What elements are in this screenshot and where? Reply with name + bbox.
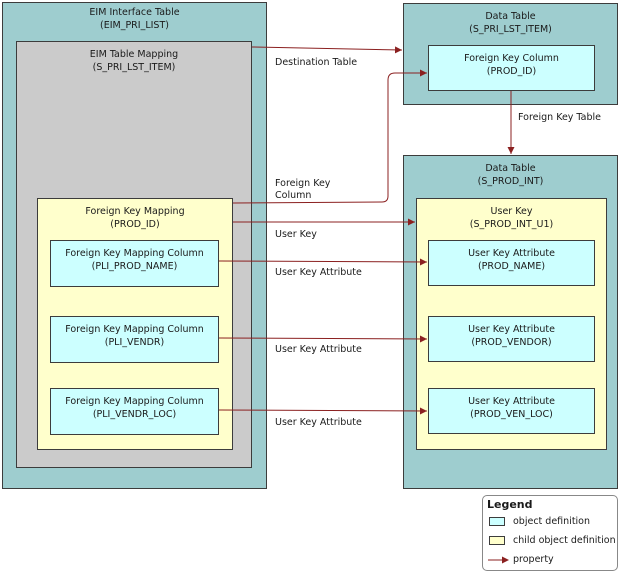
foreign-key-column-label-line2: Column: [275, 190, 312, 201]
data-table-name: (S_PRI_LST_ITEM): [469, 24, 552, 35]
user-key-attribute-arrow-1: [218, 258, 428, 266]
user-key-name: (S_PROD_INT_U1): [469, 219, 554, 230]
foreign-key-column-name: (PROD_ID): [486, 66, 537, 77]
user-key-attribute-prod-name: User Key Attribute (PROD_NAME): [428, 240, 595, 286]
eim-interface-table-name: (EIM_PRI_LIST): [100, 20, 169, 31]
eim-interface-table-title: EIM Interface Table: [89, 7, 180, 18]
foreign-key-column: Foreign Key Column (PROD_ID): [428, 45, 595, 91]
legend-child-swatch: [489, 536, 505, 545]
fk-mapping-column-title: Foreign Key Mapping Column: [65, 396, 204, 407]
foreign-key-table-label: Foreign Key Table: [518, 112, 601, 123]
foreign-key-column-title: Foreign Key Column: [464, 53, 559, 64]
foreign-key-mapping-name: (PROD_ID): [110, 219, 160, 230]
eim-table-mapping-name: (S_PRI_LST_ITEM): [92, 62, 176, 73]
fk-mapping-column-name: (PLI_VENDR_LOC): [92, 409, 177, 420]
user-key-attribute-name: (PROD_VEN_LOC): [470, 409, 553, 420]
legend-property-label: property: [513, 554, 554, 565]
fk-mapping-column-name: (PLI_VENDR): [104, 337, 165, 348]
foreign-key-column-label-line1: Foreign Key: [275, 178, 331, 189]
legend-property-arrow-icon: [488, 556, 509, 564]
user-key-attribute-name: (PROD_NAME): [477, 261, 546, 272]
fk-mapping-column-title: Foreign Key Mapping Column: [65, 248, 204, 259]
legend: Legend object definition child object de…: [482, 495, 618, 571]
destination-table-label: Destination Table: [275, 57, 358, 68]
legend-object-label: object definition: [513, 516, 591, 527]
user-key-attribute-label: User Key Attribute: [275, 267, 362, 278]
data-table-title: Data Table: [485, 163, 536, 174]
fk-mapping-column-vendr: Foreign Key Mapping Column (PLI_VENDR): [50, 316, 219, 363]
user-key-attribute-title: User Key Attribute: [468, 248, 555, 259]
fk-mapping-column-prod-name: Foreign Key Mapping Column (PLI_PROD_NAM…: [50, 240, 219, 287]
legend-object-swatch: [489, 517, 505, 526]
fk-mapping-column-vendr-loc: Foreign Key Mapping Column (PLI_VENDR_LO…: [50, 388, 219, 435]
user-key-attribute-prod-ven-loc: User Key Attribute (PROD_VEN_LOC): [428, 388, 595, 434]
destination-table-arrow: [251, 46, 403, 54]
user-key-attribute-label: User Key Attribute: [275, 344, 362, 355]
eim-table-mapping-title: EIM Table Mapping: [89, 49, 179, 60]
legend-title: Legend: [487, 498, 533, 511]
data-table-title: Data Table: [485, 11, 536, 22]
user-key-attribute-arrow-2: [218, 335, 428, 343]
user-key-attribute-title: User Key Attribute: [468, 396, 555, 407]
user-key-attribute-prod-vendor: User Key Attribute (PROD_VENDOR): [428, 316, 595, 362]
foreign-key-mapping-title: Foreign Key Mapping: [85, 206, 185, 217]
user-key-attribute-label: User Key Attribute: [275, 417, 362, 428]
user-key-title: User Key: [490, 206, 533, 217]
user-key-attribute-name: (PROD_VENDOR): [471, 337, 552, 348]
user-key-label: User Key: [275, 229, 317, 240]
fk-mapping-column-name: (PLI_PROD_NAME): [91, 261, 178, 272]
foreign-key-column-arrow: [232, 69, 427, 204]
legend-child-label: child object definition: [513, 535, 616, 546]
data-table-name: (S_PROD_INT): [477, 176, 544, 187]
fk-mapping-column-title: Foreign Key Mapping Column: [65, 324, 204, 335]
user-key-attribute-arrow-3: [218, 407, 428, 415]
user-key-attribute-title: User Key Attribute: [468, 324, 555, 335]
